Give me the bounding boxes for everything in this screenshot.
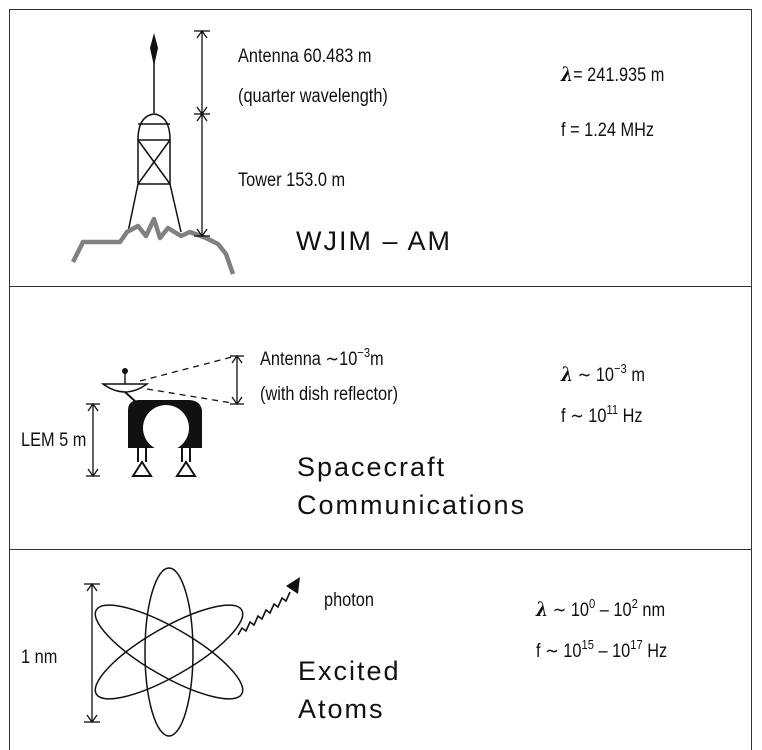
radio-wavelength-label: λ= 241.935 m	[561, 62, 664, 87]
spacecraft-wavelength-label: λ ∼ 10−3 m	[561, 362, 645, 387]
photon-label: photon	[324, 590, 374, 611]
antenna-quarter-wavelength-note: (quarter wavelength)	[238, 86, 388, 107]
atoms-frequency-base: f ∼ 10	[536, 641, 582, 662]
atoms-wavelength-label: λ ∼ 100 – 102 nm	[536, 597, 665, 622]
lem-illustration	[100, 368, 202, 477]
atoms-frequency-exponent-low: 15	[581, 637, 594, 652]
atoms-wavelength-exponent-high: 2	[631, 596, 638, 611]
spacecraft-frequency-label: f ∼ 1011 Hz	[561, 402, 643, 428]
spacecraft-antenna-unit: m	[370, 349, 384, 370]
antenna-dimension-arrow	[194, 29, 210, 116]
atoms-panel	[9, 549, 752, 750]
size-dimension-arrow	[84, 582, 100, 724]
radio-tower-illustration	[127, 33, 182, 233]
ground-line	[70, 216, 236, 275]
tower-height-label: Tower 153.0 m	[238, 170, 346, 191]
lambda-symbol: λ	[536, 597, 549, 621]
lem-size-label: LEM 5 m	[21, 430, 87, 451]
antenna-beam-lines	[139, 356, 233, 404]
dish-reflector-note: (with dish reflector)	[260, 384, 399, 405]
spacecraft-wavelength-base: ∼ 10	[573, 365, 615, 386]
tower-dimension-arrow	[194, 112, 210, 238]
spacecraft-wavelength-unit: m	[626, 365, 645, 386]
lambda-symbol: λ	[561, 62, 574, 86]
atoms-frequency-unit: Hz	[642, 641, 668, 662]
atoms-frequency-mid: – 10	[593, 641, 631, 662]
lambda-symbol: λ	[561, 362, 574, 386]
atoms-frequency-label: f ∼ 1015 – 1017 Hz	[536, 637, 668, 663]
atoms-wavelength-mid: – 10	[595, 600, 632, 621]
radio-frequency-label: f = 1.24 MHz	[561, 120, 655, 141]
photon-arrow	[237, 577, 300, 636]
atoms-wavelength-unit: nm	[637, 600, 666, 621]
antenna-length-label: Antenna 60.483 m	[238, 46, 372, 67]
spacecraft-frequency-base: f ∼ 10	[561, 406, 607, 427]
spacecraft-frequency-unit: Hz	[618, 406, 643, 427]
spacecraft-title-line2: Communications	[297, 490, 527, 520]
spacecraft-frequency-exponent: 11	[606, 402, 619, 417]
atoms-wavelength-base: ∼ 10	[548, 600, 590, 621]
spacecraft-antenna-base: Antenna ∼10	[260, 349, 358, 370]
atoms-title-line1: Excited	[298, 656, 401, 686]
atoms-title-line2: Atoms	[298, 694, 385, 724]
atoms-frequency-exponent-high: 17	[630, 637, 643, 652]
spacecraft-antenna-exponent: −3	[357, 345, 371, 360]
station-title: WJIM – AM	[296, 226, 453, 256]
spacecraft-antenna-label: Antenna ∼10−3m	[260, 345, 384, 371]
spacecraft-title-line1: Spacecraft	[297, 452, 447, 482]
atoms-wavelength-exponent-low: 0	[589, 596, 596, 611]
atom-size-label: 1 nm	[21, 647, 58, 668]
spacecraft-antenna-dimension-arrow	[230, 354, 244, 406]
radio-wavelength-value: = 241.935 m	[573, 65, 665, 86]
atom-illustration	[94, 567, 244, 737]
lem-dimension-arrow	[86, 402, 100, 478]
spacecraft-wavelength-exponent: −3	[614, 361, 627, 376]
